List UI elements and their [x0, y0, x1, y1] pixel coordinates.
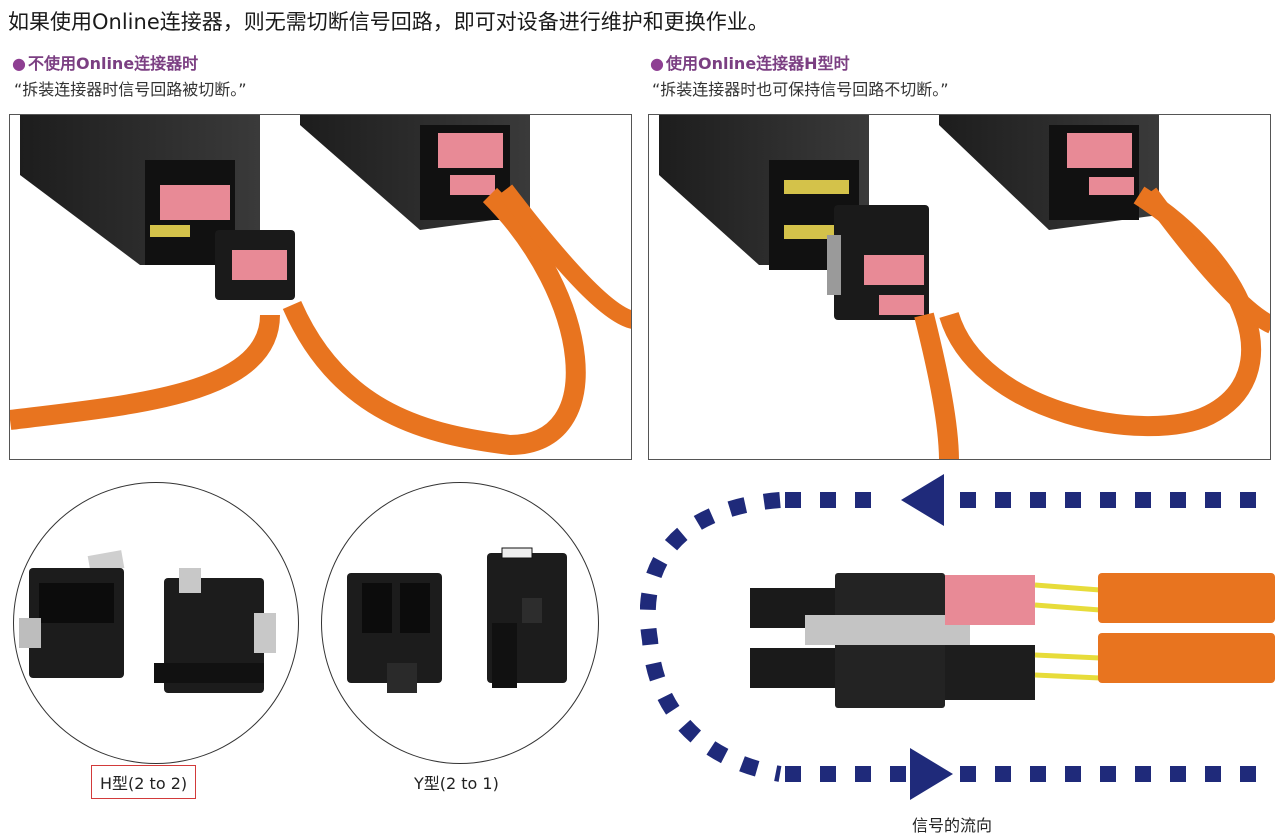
h-type-caption: H型(2 to 2) [91, 765, 197, 799]
h-type-connector-illustration [19, 550, 276, 693]
left-title-text: 不使用Online连接器时 [27, 54, 199, 73]
y-type-product-image [321, 482, 599, 764]
left-arrow-icon [901, 474, 944, 526]
right-section-title: ●使用Online连接器H型时 [650, 50, 850, 74]
illustration-with-online [659, 115, 1270, 459]
right-title-text: 使用Online连接器H型时 [665, 54, 850, 73]
bullet-icon: ● [12, 54, 26, 73]
y-type-connector-illustration [347, 547, 567, 693]
bullet-icon: ● [650, 54, 664, 73]
left-section-title: ●不使用Online连接器时 [12, 50, 198, 74]
left-section-quote: “拆装连接器时信号回路被切断。” [14, 80, 247, 99]
h-type-product-image [13, 482, 299, 764]
panel-with-online-connector [648, 114, 1271, 460]
panel-without-online-connector [9, 114, 632, 460]
headline: 如果使用Online连接器，则无需切断信号回路，即可对设备进行维护和更换作业。 [8, 10, 769, 34]
y-type-caption: Y型(2 to 1) [414, 774, 499, 793]
right-section-quote: “拆装连接器时也可保持信号回路不切断。” [652, 80, 949, 99]
right-arrow-icon [910, 748, 953, 800]
signal-flow-label: 信号的流向 [912, 816, 993, 835]
signal-flow-diagram [639, 470, 1275, 810]
signal-flow-illustration [639, 474, 1275, 800]
illustration-without-online [10, 115, 631, 456]
